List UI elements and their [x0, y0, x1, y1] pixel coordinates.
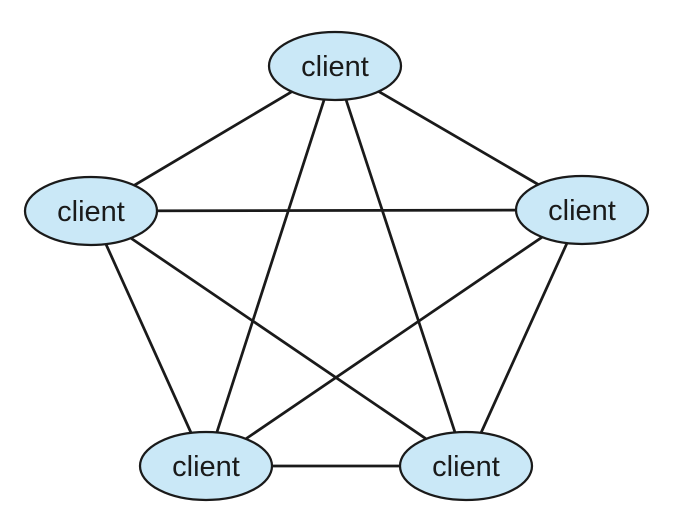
client-node-bottom-right: client	[398, 430, 534, 502]
client-node-ellipse	[267, 30, 403, 102]
connection-line	[333, 64, 468, 468]
client-node-ellipse	[138, 430, 274, 502]
connection-line	[89, 208, 584, 213]
client-node-label: client	[172, 451, 240, 483]
client-node-ellipse	[514, 174, 650, 246]
connection-line	[204, 64, 337, 468]
client-node-ellipse	[23, 175, 159, 247]
client-node-right: client	[514, 174, 650, 246]
client-node-label: client	[301, 51, 369, 83]
client-node-label: client	[57, 196, 125, 228]
connection-line	[464, 208, 584, 468]
connection-line	[89, 209, 468, 468]
connection-line	[204, 208, 584, 468]
connection-line	[89, 209, 208, 468]
client-node-label: client	[432, 451, 500, 483]
client-node-label: client	[548, 195, 616, 227]
client-node-left: client	[23, 175, 159, 247]
client-node-bottom-left: client	[138, 430, 274, 502]
client-node-top: client	[267, 30, 403, 102]
client-node-ellipse	[398, 430, 534, 502]
